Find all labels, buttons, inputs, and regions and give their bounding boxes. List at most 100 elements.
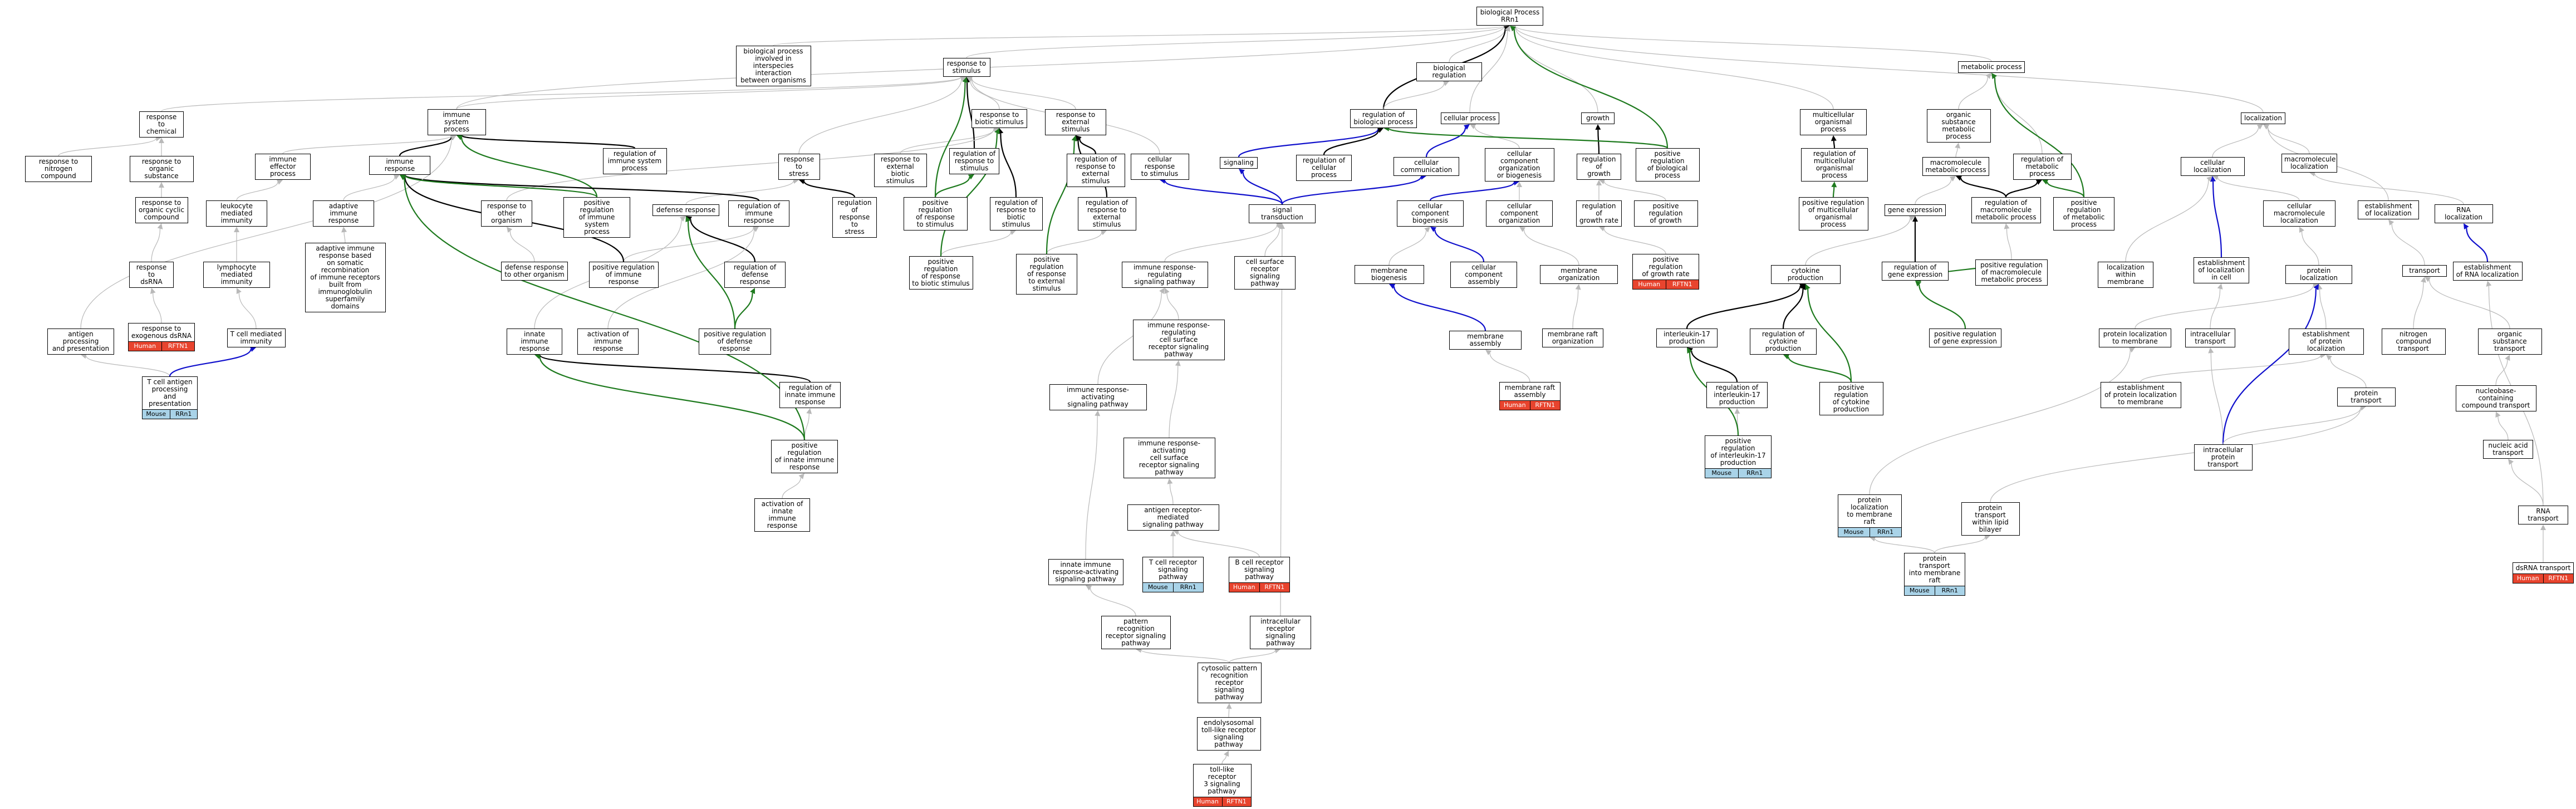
go-term-label: regulation of immune response bbox=[737, 202, 781, 224]
edge-arrowhead bbox=[1086, 585, 1092, 591]
go-term-label: positive regulation of response to stimu… bbox=[916, 199, 955, 228]
annotation-tag: Human bbox=[1503, 401, 1526, 409]
go-term-label: immune response bbox=[384, 158, 415, 173]
go-term-node: response to chemical bbox=[139, 111, 184, 138]
edge-arrowhead bbox=[1224, 751, 1229, 757]
edge-arrowhead bbox=[2508, 459, 2514, 465]
go-term-label: adaptive immune response based on somati… bbox=[310, 244, 380, 310]
go-term-label: membrane assembly bbox=[1467, 332, 1504, 347]
go-term-node: T cell antigen processing and presentati… bbox=[142, 376, 198, 419]
go-term-label: endolysosomal toll-like receptor signali… bbox=[1201, 719, 1257, 748]
relation-edge bbox=[803, 181, 856, 198]
relation-edge bbox=[966, 26, 1505, 58]
go-term-label: cellular response to stimulus bbox=[1141, 155, 1179, 178]
edge-arrowhead bbox=[1100, 229, 1107, 236]
edge-arrowhead bbox=[507, 227, 513, 233]
relation-edge bbox=[2428, 280, 2510, 329]
go-term-label: protein localization bbox=[2300, 267, 2338, 282]
edge-arrowhead bbox=[1955, 143, 1961, 149]
edge-arrowhead bbox=[1831, 135, 1837, 141]
relation-edge bbox=[1513, 29, 1669, 149]
go-term-node: activation of innate immune response bbox=[754, 498, 810, 532]
go-term-node: biological Process RRn1 bbox=[1476, 7, 1543, 26]
go-term-label: response to other organism bbox=[487, 202, 527, 224]
edge-arrowhead bbox=[2486, 281, 2492, 287]
edge-arrowhead bbox=[1800, 284, 1805, 291]
go-term-node: cytosolic pattern recognition receptor s… bbox=[1197, 663, 1262, 703]
go-term-label: response to organic substance bbox=[141, 158, 181, 180]
go-term-node: establishment of localization in cell bbox=[2194, 257, 2249, 283]
go-term-label: positive regulation of immune system pro… bbox=[578, 199, 615, 236]
go-term-node: establishment of localization bbox=[2358, 200, 2419, 219]
go-term-node: regulation of gene expression bbox=[1882, 262, 1949, 281]
go-term-label: cytokine production bbox=[1787, 267, 1824, 282]
go-term-label: cellular component organization bbox=[1498, 202, 1540, 224]
go-term-node: positive regulation of immune response bbox=[588, 262, 659, 288]
go-term-node: interleukin-17 production bbox=[1656, 328, 1718, 347]
edge-arrowhead bbox=[1226, 703, 1232, 709]
go-term-label: lymphocyte mediated immunity bbox=[217, 263, 257, 286]
edge-arrowhead bbox=[752, 227, 759, 232]
relation-edge bbox=[399, 136, 452, 156]
edge-arrowhead bbox=[534, 354, 541, 359]
go-term-label: positive regulation of macromolecule met… bbox=[1980, 261, 2043, 283]
relation-edge bbox=[2330, 358, 2367, 388]
go-term-node: response to dsRNA bbox=[129, 262, 174, 288]
edge-arrowhead bbox=[960, 76, 966, 82]
go-term-label: membrane raft assembly bbox=[1504, 384, 1556, 399]
edge-arrowhead bbox=[2004, 223, 2010, 229]
relation-edge bbox=[685, 180, 794, 205]
go-term-label: positive regulation of response to exter… bbox=[1027, 256, 1066, 292]
edge-arrowhead bbox=[806, 408, 812, 414]
edge-arrowhead bbox=[2035, 179, 2042, 185]
edge-arrowhead bbox=[679, 216, 686, 222]
go-term-node: nucleobase-containing compound transport bbox=[2455, 385, 2536, 411]
go-term-label: regulation of cytokine production bbox=[1762, 330, 1805, 352]
relation-edge bbox=[2222, 288, 2317, 445]
edge-arrowhead bbox=[2313, 284, 2319, 291]
edge-arrowhead bbox=[798, 473, 804, 479]
go-term-label: response to exogenous dsRNA bbox=[131, 325, 192, 340]
go-term-node: response to nitrogen compound bbox=[25, 156, 92, 182]
relation-edge bbox=[1572, 289, 1579, 329]
go-term-label: pattern recognition receptor signaling p… bbox=[1105, 617, 1166, 647]
edge-arrowhead bbox=[1783, 354, 1790, 360]
go-term-label: regulation of cellular process bbox=[1302, 156, 1346, 179]
go-term-node: establishment of protein localization to… bbox=[2100, 382, 2181, 408]
annotation-tag: RFTN1 bbox=[1665, 280, 1699, 289]
go-term-node: response to organic cyclic compound bbox=[135, 197, 188, 223]
go-term-label: response to biotic stimulus bbox=[975, 111, 1024, 126]
edge-arrowhead bbox=[2206, 176, 2212, 182]
annotation-tag: Human bbox=[134, 342, 156, 350]
go-term-label: response to external biotic stimulus bbox=[880, 155, 920, 185]
relation-edge bbox=[1141, 649, 1230, 663]
go-term-label: biological Process RRn1 bbox=[1480, 8, 1540, 23]
go-term-node: regulation of interleukin-17 production bbox=[1706, 382, 1768, 408]
edge-arrowhead bbox=[1595, 124, 1601, 130]
go-term-label: response to chemical bbox=[146, 113, 177, 135]
edge-arrowhead bbox=[1687, 347, 1692, 354]
go-term-label: establishment of localization bbox=[2364, 202, 2412, 217]
relation-edge bbox=[1323, 130, 1379, 155]
edge-arrowhead bbox=[341, 227, 347, 233]
relation-edge bbox=[58, 138, 156, 156]
relation-edge bbox=[1597, 129, 1600, 154]
relation-edge bbox=[238, 293, 257, 329]
go-term-label: intracellular receptor signaling pathway bbox=[1260, 617, 1301, 647]
go-term-node: cellular component organization or bioge… bbox=[1484, 148, 1554, 182]
go-term-label: biological process involved in interspec… bbox=[740, 47, 806, 84]
edge-arrowhead bbox=[1175, 360, 1181, 366]
edge-arrowhead bbox=[968, 174, 974, 180]
edge-arrowhead bbox=[1167, 478, 1173, 484]
edge-arrowhead bbox=[2388, 219, 2395, 225]
relation-edge bbox=[1515, 26, 1992, 62]
go-term-label: protein transport within lipid bilayer bbox=[1972, 504, 2009, 533]
edge-arrowhead bbox=[2042, 179, 2049, 185]
go-term-label: dsRNA transport bbox=[2515, 564, 2571, 572]
go-term-label: regulation of response to stress bbox=[837, 199, 872, 236]
